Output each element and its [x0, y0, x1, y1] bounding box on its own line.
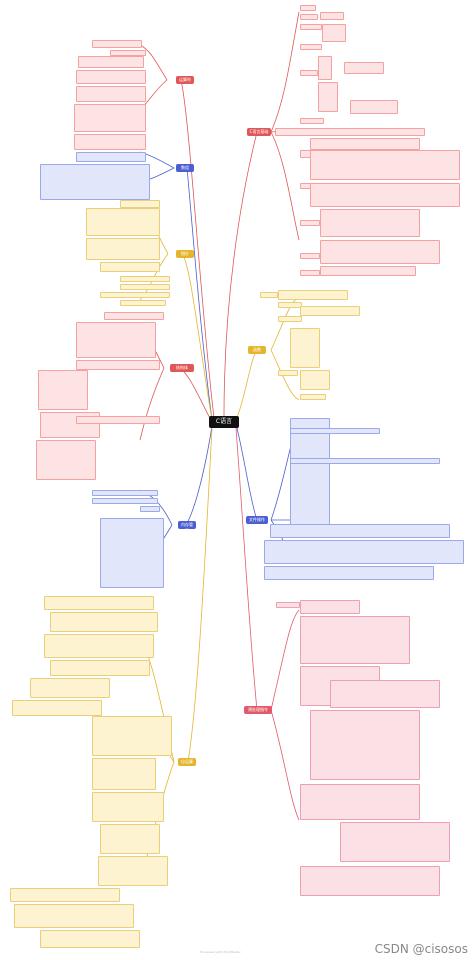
detail-box — [44, 596, 154, 610]
detail-box — [300, 306, 360, 316]
detail-box — [320, 266, 416, 276]
detail-box — [92, 716, 172, 756]
detail-box — [76, 360, 160, 370]
detail-box — [300, 600, 360, 614]
detail-box — [92, 40, 142, 48]
hub-files[interactable]: 文件操作 — [246, 516, 268, 524]
detail-box — [290, 428, 380, 434]
detail-box — [40, 164, 150, 200]
hub-operators[interactable]: 运算符 — [176, 76, 194, 84]
hub-bitops[interactable]: 位运算 — [178, 758, 196, 766]
detail-box — [100, 292, 170, 298]
detail-box — [278, 302, 302, 308]
detail-box — [264, 540, 464, 564]
detail-box — [278, 316, 302, 322]
detail-box — [300, 866, 440, 896]
detail-box — [300, 5, 316, 11]
detail-box — [290, 328, 320, 368]
detail-box — [92, 498, 158, 504]
detail-box — [300, 44, 322, 50]
detail-box — [344, 62, 384, 74]
detail-box — [320, 209, 420, 237]
detail-box — [340, 822, 450, 862]
detail-box — [300, 118, 324, 124]
detail-box — [330, 680, 440, 708]
detail-box — [92, 758, 156, 790]
detail-box — [104, 312, 164, 320]
detail-box — [36, 440, 96, 480]
detail-box — [300, 270, 320, 276]
detail-box — [98, 856, 168, 886]
hub-arrays[interactable]: 数组 — [176, 164, 194, 172]
detail-box — [310, 150, 460, 180]
detail-box — [300, 14, 318, 20]
detail-box — [320, 12, 344, 20]
hub-pointers[interactable]: 指针 — [176, 250, 194, 258]
detail-box — [78, 56, 144, 68]
detail-box — [76, 152, 146, 162]
detail-box — [100, 824, 160, 854]
detail-box — [74, 104, 146, 132]
detail-box — [300, 24, 322, 30]
detail-box — [110, 50, 146, 56]
watermark: CSDN @cisosos — [374, 942, 468, 956]
detail-box — [264, 566, 434, 580]
detail-box — [275, 128, 425, 136]
detail-box — [270, 524, 450, 538]
central-topic[interactable]: C语言 — [209, 416, 239, 428]
detail-box — [300, 70, 318, 76]
detail-box — [300, 394, 326, 400]
detail-box — [260, 292, 278, 298]
detail-box — [278, 290, 348, 300]
detail-box — [120, 276, 170, 282]
detail-box — [318, 82, 338, 112]
detail-box — [100, 518, 164, 588]
detail-box — [278, 370, 298, 376]
hub-memory[interactable]: 内存管理 — [178, 521, 196, 533]
hub-structs[interactable]: 结构体 — [170, 364, 194, 372]
detail-box — [300, 370, 330, 390]
detail-box — [310, 183, 460, 207]
detail-box — [318, 56, 332, 80]
detail-box — [310, 710, 420, 780]
detail-box — [86, 208, 160, 236]
detail-box — [350, 100, 398, 114]
detail-box — [300, 253, 320, 259]
detail-box — [76, 416, 160, 424]
detail-box — [120, 284, 170, 290]
detail-box — [76, 322, 156, 358]
detail-box — [14, 904, 134, 928]
detail-box — [74, 134, 146, 150]
detail-box — [120, 200, 160, 208]
detail-box — [10, 888, 120, 902]
footer-credit: Processed with MindMaster — [200, 950, 241, 954]
detail-box — [310, 138, 420, 150]
detail-box — [12, 700, 102, 716]
detail-box — [300, 784, 420, 820]
detail-box — [300, 616, 410, 664]
detail-box — [30, 678, 110, 698]
detail-box — [40, 930, 140, 948]
detail-box — [44, 634, 154, 658]
detail-box — [76, 86, 146, 102]
detail-box — [290, 458, 440, 464]
detail-box — [300, 220, 320, 226]
detail-box — [100, 262, 160, 272]
detail-box — [276, 602, 300, 608]
detail-box — [50, 612, 158, 632]
detail-box — [322, 24, 346, 42]
detail-box — [320, 240, 440, 264]
detail-box — [140, 506, 160, 512]
hub-functions[interactable]: 函数 — [248, 346, 266, 354]
detail-box — [120, 300, 166, 306]
detail-box — [92, 792, 164, 822]
hub-c-basics[interactable]: C语言基础 — [247, 128, 271, 136]
detail-box — [38, 370, 88, 410]
detail-box — [50, 660, 150, 676]
detail-box — [290, 418, 330, 528]
hub-preprocessor[interactable]: 预处理指令 — [244, 706, 272, 714]
detail-box — [86, 238, 160, 260]
detail-box — [92, 490, 158, 496]
detail-box — [76, 70, 146, 84]
